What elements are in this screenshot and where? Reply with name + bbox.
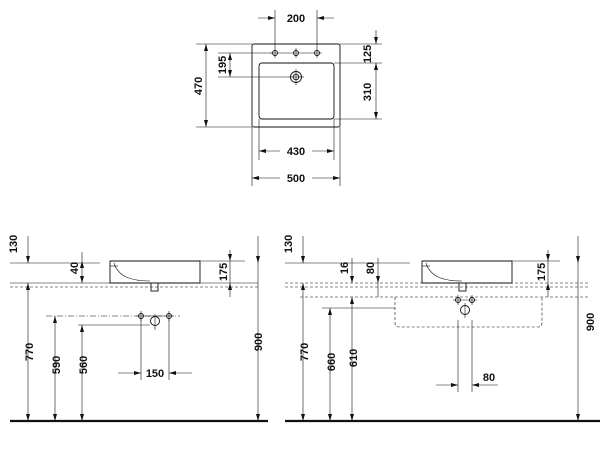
dim-right-waste-offset: 80 [365, 262, 377, 274]
dim-left-floor-to-top: 900 [253, 333, 265, 351]
dim-left-top-offset: 130 [8, 235, 20, 253]
dim-left-tap-spacing: 150 [146, 368, 164, 380]
side-view-left: 130 40 175 770 590 560 [8, 235, 268, 423]
left-basin-profile [109, 260, 201, 284]
top-view-bowl-outline [258, 62, 335, 120]
dim-right-floor-to-waste: 610 [348, 349, 360, 367]
dim-right-floor-to-top: 900 [585, 313, 597, 331]
dim-left-floor-to-counter: 770 [24, 343, 36, 361]
right-basin-profile [421, 260, 513, 284]
right-cabinet-outline [394, 297, 543, 328]
dim-top-bowl-depth: 310 [362, 83, 374, 101]
dim-right-bowl-height: 175 [536, 263, 548, 281]
side-view-right: 130 16 80 175 770 660 610 [283, 235, 600, 423]
dim-top-back-rim: 125 [362, 45, 374, 63]
top-view-basin-outline [251, 43, 341, 128]
right-tap-assembly [453, 295, 477, 318]
dim-left-floor-to-waste: 560 [78, 356, 90, 374]
dim-top-tap-depth: 195 [217, 56, 229, 74]
dim-top-tap-spacing: 200 [287, 13, 305, 25]
dim-left-bowl-height: 175 [218, 263, 230, 281]
dim-right-floor-to-counter: 770 [299, 343, 311, 361]
dim-right-waste-to-wall: 80 [483, 372, 495, 384]
dim-top-bowl-width: 430 [287, 146, 305, 158]
dim-left-rim-thickness: 40 [69, 262, 81, 274]
top-view-waste [288, 69, 304, 85]
dim-top-overall-width: 500 [287, 173, 305, 185]
left-tap-assembly [46, 311, 180, 330]
dim-right-floor-to-cabinet: 660 [326, 353, 338, 371]
dim-left-floor-to-tap: 590 [51, 356, 63, 374]
top-view: 200 470 195 125 310 430 [193, 10, 382, 186]
top-view-tap-holes [270, 48, 322, 58]
dim-top-overall-depth: 470 [193, 77, 205, 95]
dim-right-top-offset: 130 [283, 235, 295, 253]
dim-right-counter-thickness: 16 [339, 262, 351, 274]
